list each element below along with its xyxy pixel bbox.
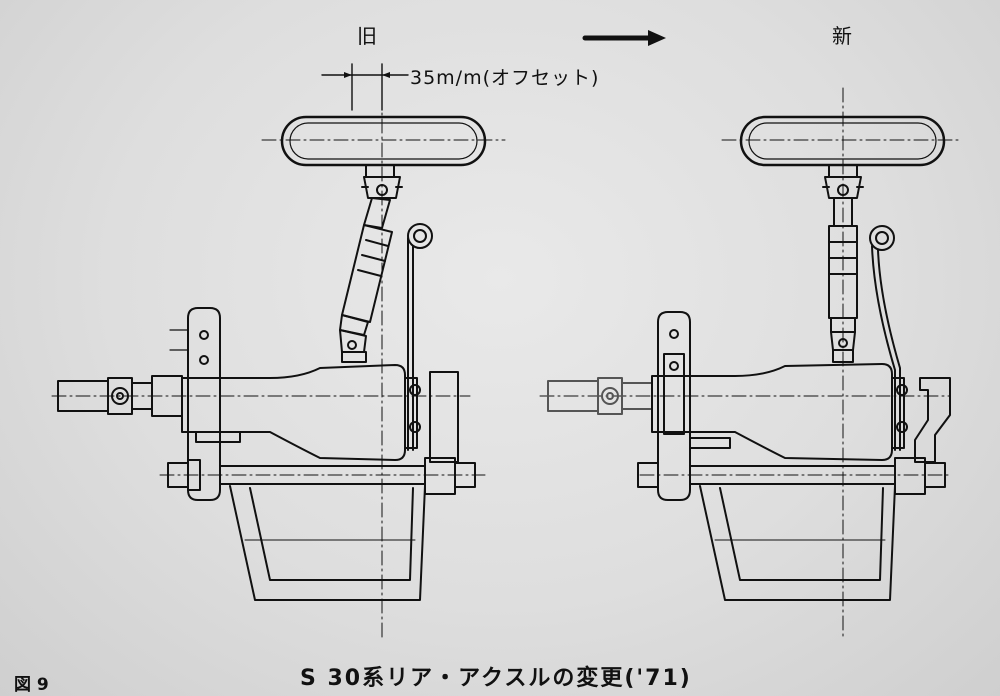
old-cross-bar: [167, 457, 476, 495]
transition-arrow: [582, 30, 666, 46]
old-hook-rod: [407, 223, 433, 451]
offset-dimension: [321, 63, 409, 111]
new-assembly: [539, 87, 961, 641]
old-lower-frame: [229, 485, 426, 601]
new-label: 新: [832, 24, 852, 48]
old-assembly: [51, 63, 506, 641]
new-hook-rod: [869, 225, 901, 451]
new-cross-bar: [637, 457, 946, 495]
new-housing: [651, 363, 951, 463]
old-steering-wheel: [280, 115, 487, 167]
figure-caption: S 30系リア・アクスルの変更('71): [300, 666, 692, 691]
new-lower-ujoint: [830, 331, 856, 363]
old-upper-ujoint: [361, 164, 403, 199]
offset-label: 35m/m(オフセット): [410, 67, 600, 89]
old-housing: [151, 364, 459, 463]
new-upper-ujoint: [822, 164, 864, 199]
old-shaft: [339, 197, 393, 336]
new-shaft: [828, 197, 858, 333]
new-input-shaft: [547, 377, 653, 415]
new-bracket: [657, 311, 691, 501]
old-bracket: [169, 307, 221, 501]
old-label: 旧: [357, 24, 377, 48]
figure-number: 図 9: [14, 675, 49, 695]
new-lower-frame: [699, 485, 896, 601]
old-lower-ujoint: [339, 329, 367, 363]
